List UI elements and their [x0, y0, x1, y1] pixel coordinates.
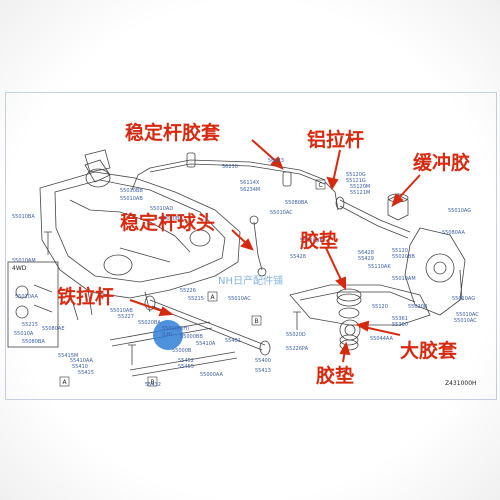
box-letter: B: [151, 379, 155, 386]
part-code: 56230: [222, 164, 238, 170]
part-code: 55415: [78, 370, 94, 376]
lower-arm: [289, 284, 431, 326]
inset-label: 4WD: [12, 265, 27, 272]
part-code: 55226: [180, 288, 196, 294]
part-code: 55010AG: [452, 296, 475, 302]
part-code: 55120G: [346, 172, 366, 178]
part-code: 55455: [178, 364, 194, 370]
part-code: 55215: [188, 296, 204, 302]
spring-seat-pads: [336, 193, 409, 351]
part-code: 55010AB: [120, 196, 143, 202]
part-code: 55010AA: [15, 294, 38, 300]
subframe: [39, 159, 241, 316]
part-code: 55080BA: [285, 200, 308, 206]
part-code: 55227: [118, 314, 134, 320]
part-code: 55080AE: [42, 326, 65, 332]
part-code: 55020B: [408, 304, 428, 310]
reservoir: [84, 149, 111, 173]
part-code: 55410: [72, 364, 88, 370]
part-code: 55121M: [350, 190, 370, 196]
stabilizer-link: [249, 215, 267, 277]
part-code: 55010AG: [448, 208, 471, 214]
part-code: 55010AC: [270, 210, 293, 216]
part-code: 55010AC: [456, 312, 479, 318]
box-letter: B: [255, 318, 259, 325]
part-code: 55010BA: [12, 214, 35, 220]
part-code-labels: 562305624356114X56234M55010BB55010AB5501…: [12, 158, 479, 388]
box-letter: A: [63, 379, 68, 386]
callout-rubber-pad-upper: 胶垫: [300, 230, 339, 252]
part-code: 56428: [358, 250, 374, 256]
part-code: 55415M: [58, 353, 78, 359]
highlight-marker: [153, 320, 183, 350]
part-code: 56114X: [240, 180, 260, 186]
callout-stabilizer-ball-joint: 稳定杆球头: [120, 212, 216, 234]
callout-arrows: [129, 139, 421, 363]
part-code: 55044AA: [370, 336, 393, 342]
watermark: NH日产配件铺: [218, 276, 283, 287]
part-code: 55400: [255, 358, 271, 364]
part-code: 56243: [268, 158, 284, 164]
part-code: 55401: [225, 338, 241, 344]
callout-buffer: 缓冲胶: [413, 152, 471, 174]
inset-4wd: [7, 261, 59, 348]
part-code: 55413: [255, 368, 271, 374]
part-code: 55410A: [196, 341, 216, 347]
part-code: 55360: [392, 322, 408, 328]
part-code: 55020BA: [138, 320, 161, 326]
part-code: 55020BA: [160, 216, 183, 222]
part-code: 55120M: [350, 184, 370, 190]
part-code: 55226PA: [286, 346, 309, 352]
aluminum-link-part: [335, 196, 411, 239]
part-code: 55452: [178, 358, 194, 364]
part-code: 55010AC: [228, 296, 251, 302]
part-code: 55010AC: [454, 318, 477, 324]
part-code: 55361: [392, 316, 408, 322]
stabilizer-bar: [131, 152, 339, 211]
callout-aluminum-link: 铝拉杆: [307, 129, 365, 151]
part-code: 55000AA: [200, 372, 223, 378]
part-code: 55020BB: [392, 254, 415, 260]
part-code: 55010AM: [392, 276, 416, 282]
part-code: 55020D: [286, 332, 306, 338]
part-code: 55000B: [172, 348, 192, 354]
part-code: 55010BB: [120, 188, 143, 194]
part-code: 55010AM: [12, 258, 36, 264]
part-code: 55000BB: [180, 334, 203, 340]
callout-rubber-pad-lower: 胶垫: [316, 365, 355, 387]
part-code: 55010AB: [110, 308, 133, 314]
box-letter: C: [319, 182, 323, 189]
part-code: 55120: [392, 248, 408, 254]
callout-iron-link: 铁拉杆: [57, 286, 115, 308]
callout-stabilizer-bushing: 稳定杆胶套: [125, 122, 221, 144]
figure-code: Z431000H: [445, 380, 477, 387]
part-code: 55110AK: [368, 264, 391, 270]
part-code: 55010(RH): [162, 326, 189, 332]
part-code: 55215: [22, 322, 38, 328]
part-code: 55432: [145, 382, 161, 388]
large-bushing-part: [339, 319, 361, 341]
part-code: 55121G: [346, 178, 366, 184]
box-letter: A: [211, 294, 216, 301]
part-code: 55020BB: [300, 238, 323, 244]
callout-large-bushing: 大胶套: [400, 340, 458, 362]
bolts: [44, 231, 463, 365]
reference-boxes: [59, 179, 326, 387]
knuckle: [404, 227, 466, 316]
part-code: 55120: [372, 304, 388, 310]
part-code: 56234M: [240, 187, 260, 193]
part-code: 55010A: [14, 331, 34, 337]
part-code: 55080BA: [22, 339, 45, 345]
part-code: (LH): [162, 332, 172, 338]
part-code: 55428: [290, 254, 306, 260]
diagram-frame: [5, 92, 497, 400]
part-code: 55080AA: [442, 230, 465, 236]
part-code: 55010AD: [150, 206, 173, 212]
part-code: 55429: [358, 256, 374, 262]
part-code: 55410AA: [70, 358, 93, 364]
